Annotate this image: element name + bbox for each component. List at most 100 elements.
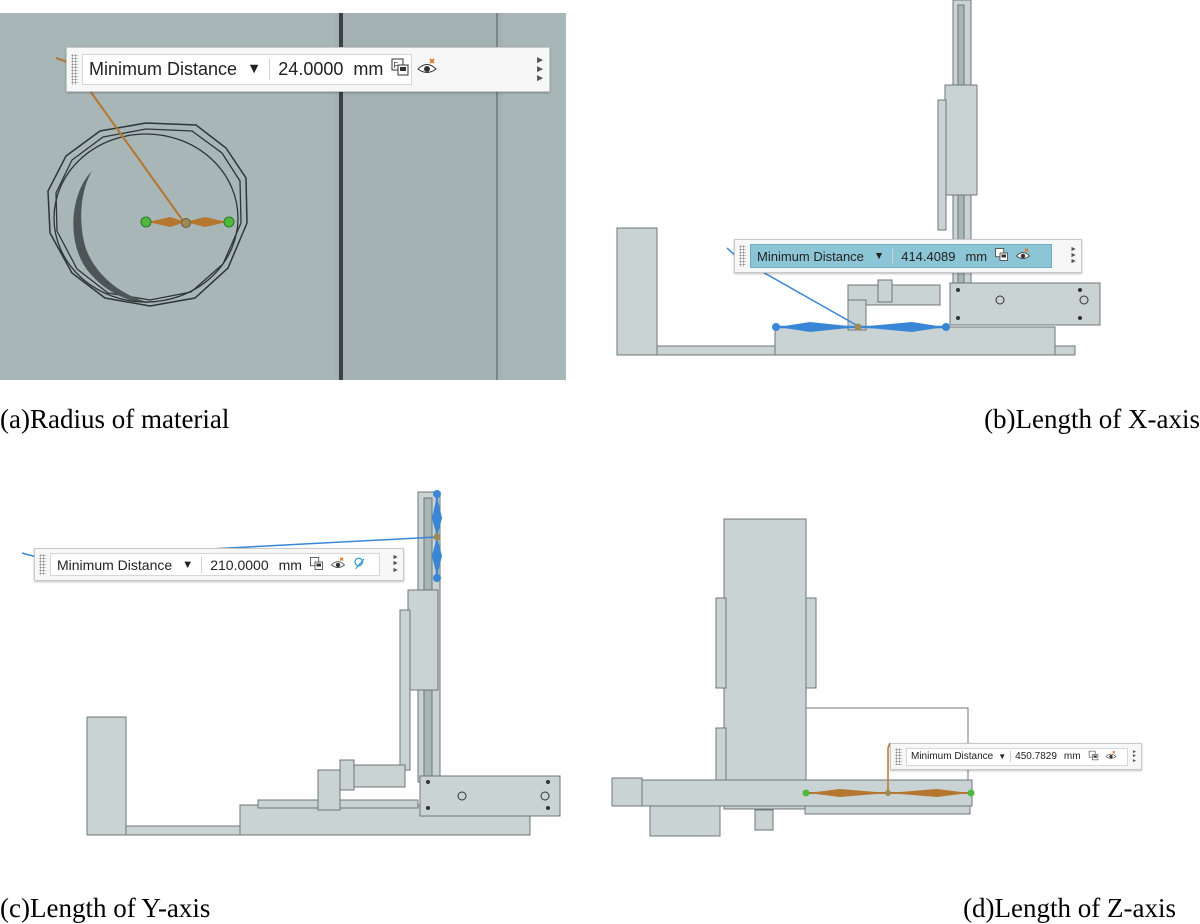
- model-end-block: [611, 777, 643, 807]
- model-x-motor-block: [949, 282, 1101, 326]
- save-measure-icon[interactable]: [309, 556, 324, 574]
- measure-field: Minimum Distance ▼ 210.0000 mm: [50, 553, 380, 576]
- viewport-b-scene: [616, 0, 1101, 356]
- model-arm: [847, 284, 941, 306]
- model-bolt: [546, 806, 550, 810]
- toolbar-expand-arrows[interactable]: ►►►: [392, 554, 399, 574]
- model-arm: [349, 764, 406, 788]
- measure-type-dropdown-icon[interactable]: ▼: [998, 752, 1007, 761]
- measure-value: 210.0000: [201, 556, 274, 573]
- measure-arrow-left: [148, 217, 186, 227]
- measure-toolbar-a: Minimum Distance ▼ 24.0000 mm F ►►►: [66, 47, 550, 92]
- viewport-panel-a: Minimum Distance ▼ 24.0000 mm F ►►►: [0, 13, 566, 380]
- measure-point-start[interactable]: [433, 490, 441, 498]
- svg-text:F: F: [394, 61, 399, 70]
- model-bolt: [426, 806, 430, 810]
- toolbar-grip-handle[interactable]: [739, 244, 746, 268]
- material-outer-ring: [47, 122, 248, 307]
- viewport-d-scene: [611, 518, 975, 837]
- caption-d: (d)Length of Z-axis: [963, 893, 1176, 923]
- model-y-carriage: [944, 84, 978, 196]
- visibility-icon[interactable]: [330, 556, 346, 574]
- material-inner-shadow: [73, 171, 150, 303]
- viewport-panel-b: Minimum Distance ▼ 414.4089 mm ►►►: [600, 0, 1200, 380]
- model-motor-shaft: [995, 295, 1005, 305]
- measure-unit: mm: [965, 248, 988, 264]
- measure-toolbar-b: Minimum Distance ▼ 414.4089 mm ►►►: [734, 239, 1082, 273]
- measure-midpoint: [433, 533, 441, 541]
- visibility-icon[interactable]: [1105, 750, 1117, 764]
- save-measure-icon[interactable]: F: [390, 57, 410, 82]
- model-lower-rail: [804, 805, 971, 815]
- measure-point-end[interactable]: [433, 574, 441, 582]
- measure-value: 24.0000: [269, 58, 349, 80]
- measure-arrow-right: [858, 322, 944, 332]
- measure-arrow-left: [778, 322, 858, 332]
- viewport-c-scene: [21, 490, 561, 836]
- model-bolt: [1078, 316, 1082, 320]
- caption-c: (c)Length of Y-axis: [0, 893, 211, 923]
- model-motor-shaft: [1079, 295, 1089, 305]
- measure-unit: mm: [1063, 751, 1081, 762]
- measure-field: Minimum Distance ▼ 24.0000 mm F: [82, 54, 438, 85]
- model-arm-stem: [317, 769, 341, 811]
- model-bolt: [426, 780, 430, 784]
- model-y-side: [399, 609, 411, 771]
- toolbar-expand-arrows[interactable]: ►►►: [1132, 748, 1137, 764]
- measure-type-dropdown-icon[interactable]: ▼: [247, 61, 262, 78]
- measure-toolbar-d: Minimum Distance ▼ 450.7829 mm ►►►: [890, 743, 1142, 770]
- measure-midpoint: [885, 790, 891, 796]
- viewport-panel-c: Minimum Distance ▼ 210.0000 mm ►►►: [0, 480, 600, 860]
- caption-b: (b)Length of X-axis: [984, 404, 1200, 434]
- measure-value: 414.4089: [892, 248, 961, 264]
- measure-value: 450.7829: [1010, 751, 1060, 762]
- model-bolt: [956, 288, 960, 292]
- model-y-column: [723, 518, 807, 810]
- model-x-rail-base: [774, 326, 1056, 356]
- measure-point-start[interactable]: [772, 323, 780, 331]
- measure-unit: mm: [278, 556, 302, 573]
- measure-midpoint: [181, 218, 191, 228]
- model-side-plate: [616, 227, 658, 356]
- model-motor-shaft: [457, 791, 467, 801]
- measure-type-label[interactable]: Minimum Distance: [57, 556, 173, 573]
- toolbar-grip-handle[interactable]: [39, 553, 46, 576]
- measure-field: Minimum Distance ▼ 450.7829 mm: [906, 747, 1128, 766]
- measure-midpoint: [854, 323, 862, 331]
- visibility-icon[interactable]: [416, 57, 438, 82]
- measure-point-end[interactable]: [223, 216, 235, 228]
- save-measure-icon[interactable]: [1088, 750, 1099, 764]
- measure-unit: mm: [353, 58, 384, 79]
- measure-field: Minimum Distance ▼ 414.4089 mm: [750, 244, 1052, 268]
- model-y-carriage: [407, 589, 439, 691]
- material-inner-ring: [53, 133, 239, 303]
- model-clamp: [877, 279, 893, 303]
- measure-leader-line: [887, 742, 891, 793]
- measure-toolbar-c: Minimum Distance ▼ 210.0000 mm ►►►: [34, 548, 404, 581]
- toolbar-expand-arrows[interactable]: ►►►: [535, 55, 545, 84]
- model-column-side: [715, 597, 727, 689]
- toolbar-expand-arrows[interactable]: ►►►: [1070, 245, 1077, 266]
- measure-type-label[interactable]: Minimum Distance: [757, 248, 864, 264]
- toolbar-grip-handle[interactable]: [71, 54, 78, 85]
- measure-type-label[interactable]: Minimum Distance: [911, 751, 994, 762]
- toolbar-grip-handle[interactable]: [895, 747, 902, 766]
- measure-type-dropdown-icon[interactable]: ▼: [873, 250, 885, 262]
- model-clamp: [339, 759, 355, 791]
- measure-type-label[interactable]: Minimum Distance: [89, 58, 238, 79]
- measure-type-dropdown-icon[interactable]: ▼: [182, 558, 194, 571]
- measure-point-start[interactable]: [802, 789, 810, 797]
- measure-point-start[interactable]: [140, 216, 152, 228]
- model-column-side: [805, 597, 817, 689]
- model-bolt: [1078, 288, 1082, 292]
- measure-link-icon[interactable]: [352, 556, 367, 574]
- caption-a: (a)Radius of material: [0, 404, 230, 434]
- save-measure-icon[interactable]: [994, 247, 1009, 265]
- measure-point-end[interactable]: [967, 789, 975, 797]
- model-motor-shaft: [540, 791, 550, 801]
- model-y-side: [937, 99, 947, 231]
- visibility-icon[interactable]: [1015, 247, 1031, 265]
- measure-point-end[interactable]: [942, 323, 950, 331]
- model-knob: [754, 809, 774, 831]
- measure-arrow-top: [432, 496, 442, 537]
